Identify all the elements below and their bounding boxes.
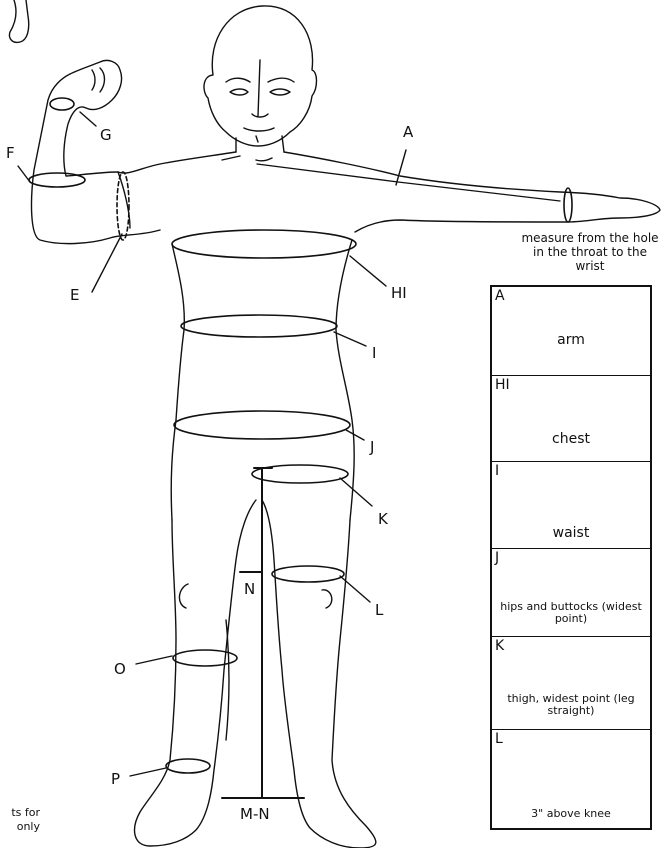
label-a: A xyxy=(403,125,413,140)
label-l: L xyxy=(375,603,383,618)
knee-detail xyxy=(179,584,331,608)
right-leg xyxy=(262,500,376,848)
face-features xyxy=(226,60,294,142)
label-g: G xyxy=(100,128,112,143)
ring-wrist xyxy=(564,188,572,222)
row-desc: hips and buttocks (widest point) xyxy=(492,601,650,625)
table-row: J hips and buttocks (widest point) xyxy=(492,548,650,636)
ring-g xyxy=(50,98,74,110)
ring-j xyxy=(174,411,350,439)
measurements-table: A arm HI chest I waist J hips and buttoc… xyxy=(490,285,652,830)
collarbones xyxy=(222,156,272,161)
ring-l xyxy=(272,566,344,582)
label-k: K xyxy=(378,512,388,527)
head-outline xyxy=(204,6,317,146)
row-desc: thigh, widest point (leg straight) xyxy=(492,693,650,717)
row-code: L xyxy=(495,731,503,747)
neck xyxy=(236,136,284,152)
torso-left xyxy=(171,244,184,520)
ring-p xyxy=(166,759,210,773)
row-code: I xyxy=(495,463,499,479)
shin-lines xyxy=(226,620,229,740)
table-row: I waist xyxy=(492,461,650,548)
left-leg xyxy=(135,500,256,846)
row-code: A xyxy=(495,288,505,304)
row-code: HI xyxy=(495,377,510,393)
torso-right xyxy=(336,240,354,520)
row-desc: arm xyxy=(492,333,650,348)
table-row: K thigh, widest point (leg straight) xyxy=(492,636,650,729)
row-desc: waist xyxy=(492,526,650,541)
label-o: O xyxy=(114,662,126,677)
table-row: L 3" above knee xyxy=(492,729,650,828)
label-e: E xyxy=(70,288,79,303)
label-n: N xyxy=(244,582,255,597)
ring-hi xyxy=(172,230,356,258)
ring-i xyxy=(181,315,337,337)
shoulders-right xyxy=(284,152,660,232)
table-row: A arm xyxy=(492,287,650,375)
row-desc: 3" above knee xyxy=(492,808,650,820)
arm-measure-line xyxy=(257,164,560,201)
ring-f xyxy=(29,173,85,187)
fist-detail xyxy=(92,68,105,92)
side-note-2: only xyxy=(0,820,40,833)
row-desc: chest xyxy=(492,432,650,447)
ring-o xyxy=(173,650,237,666)
label-mn: M-N xyxy=(240,807,270,822)
leader-lines xyxy=(18,112,406,776)
foot-sketch xyxy=(9,0,28,42)
label-f: F xyxy=(6,146,15,161)
shoulders-left xyxy=(118,152,236,173)
label-i: I xyxy=(372,346,376,361)
table-row: HI chest xyxy=(492,375,650,461)
label-p: P xyxy=(111,772,120,787)
raised-arm xyxy=(32,60,160,243)
arm-measure-note: measure from the hole in the throat to t… xyxy=(520,231,660,273)
side-note-1: ts for xyxy=(0,806,40,819)
row-code: K xyxy=(495,638,504,654)
row-code: J xyxy=(495,550,499,566)
label-hi: HI xyxy=(391,286,407,301)
label-j: J xyxy=(370,440,374,455)
